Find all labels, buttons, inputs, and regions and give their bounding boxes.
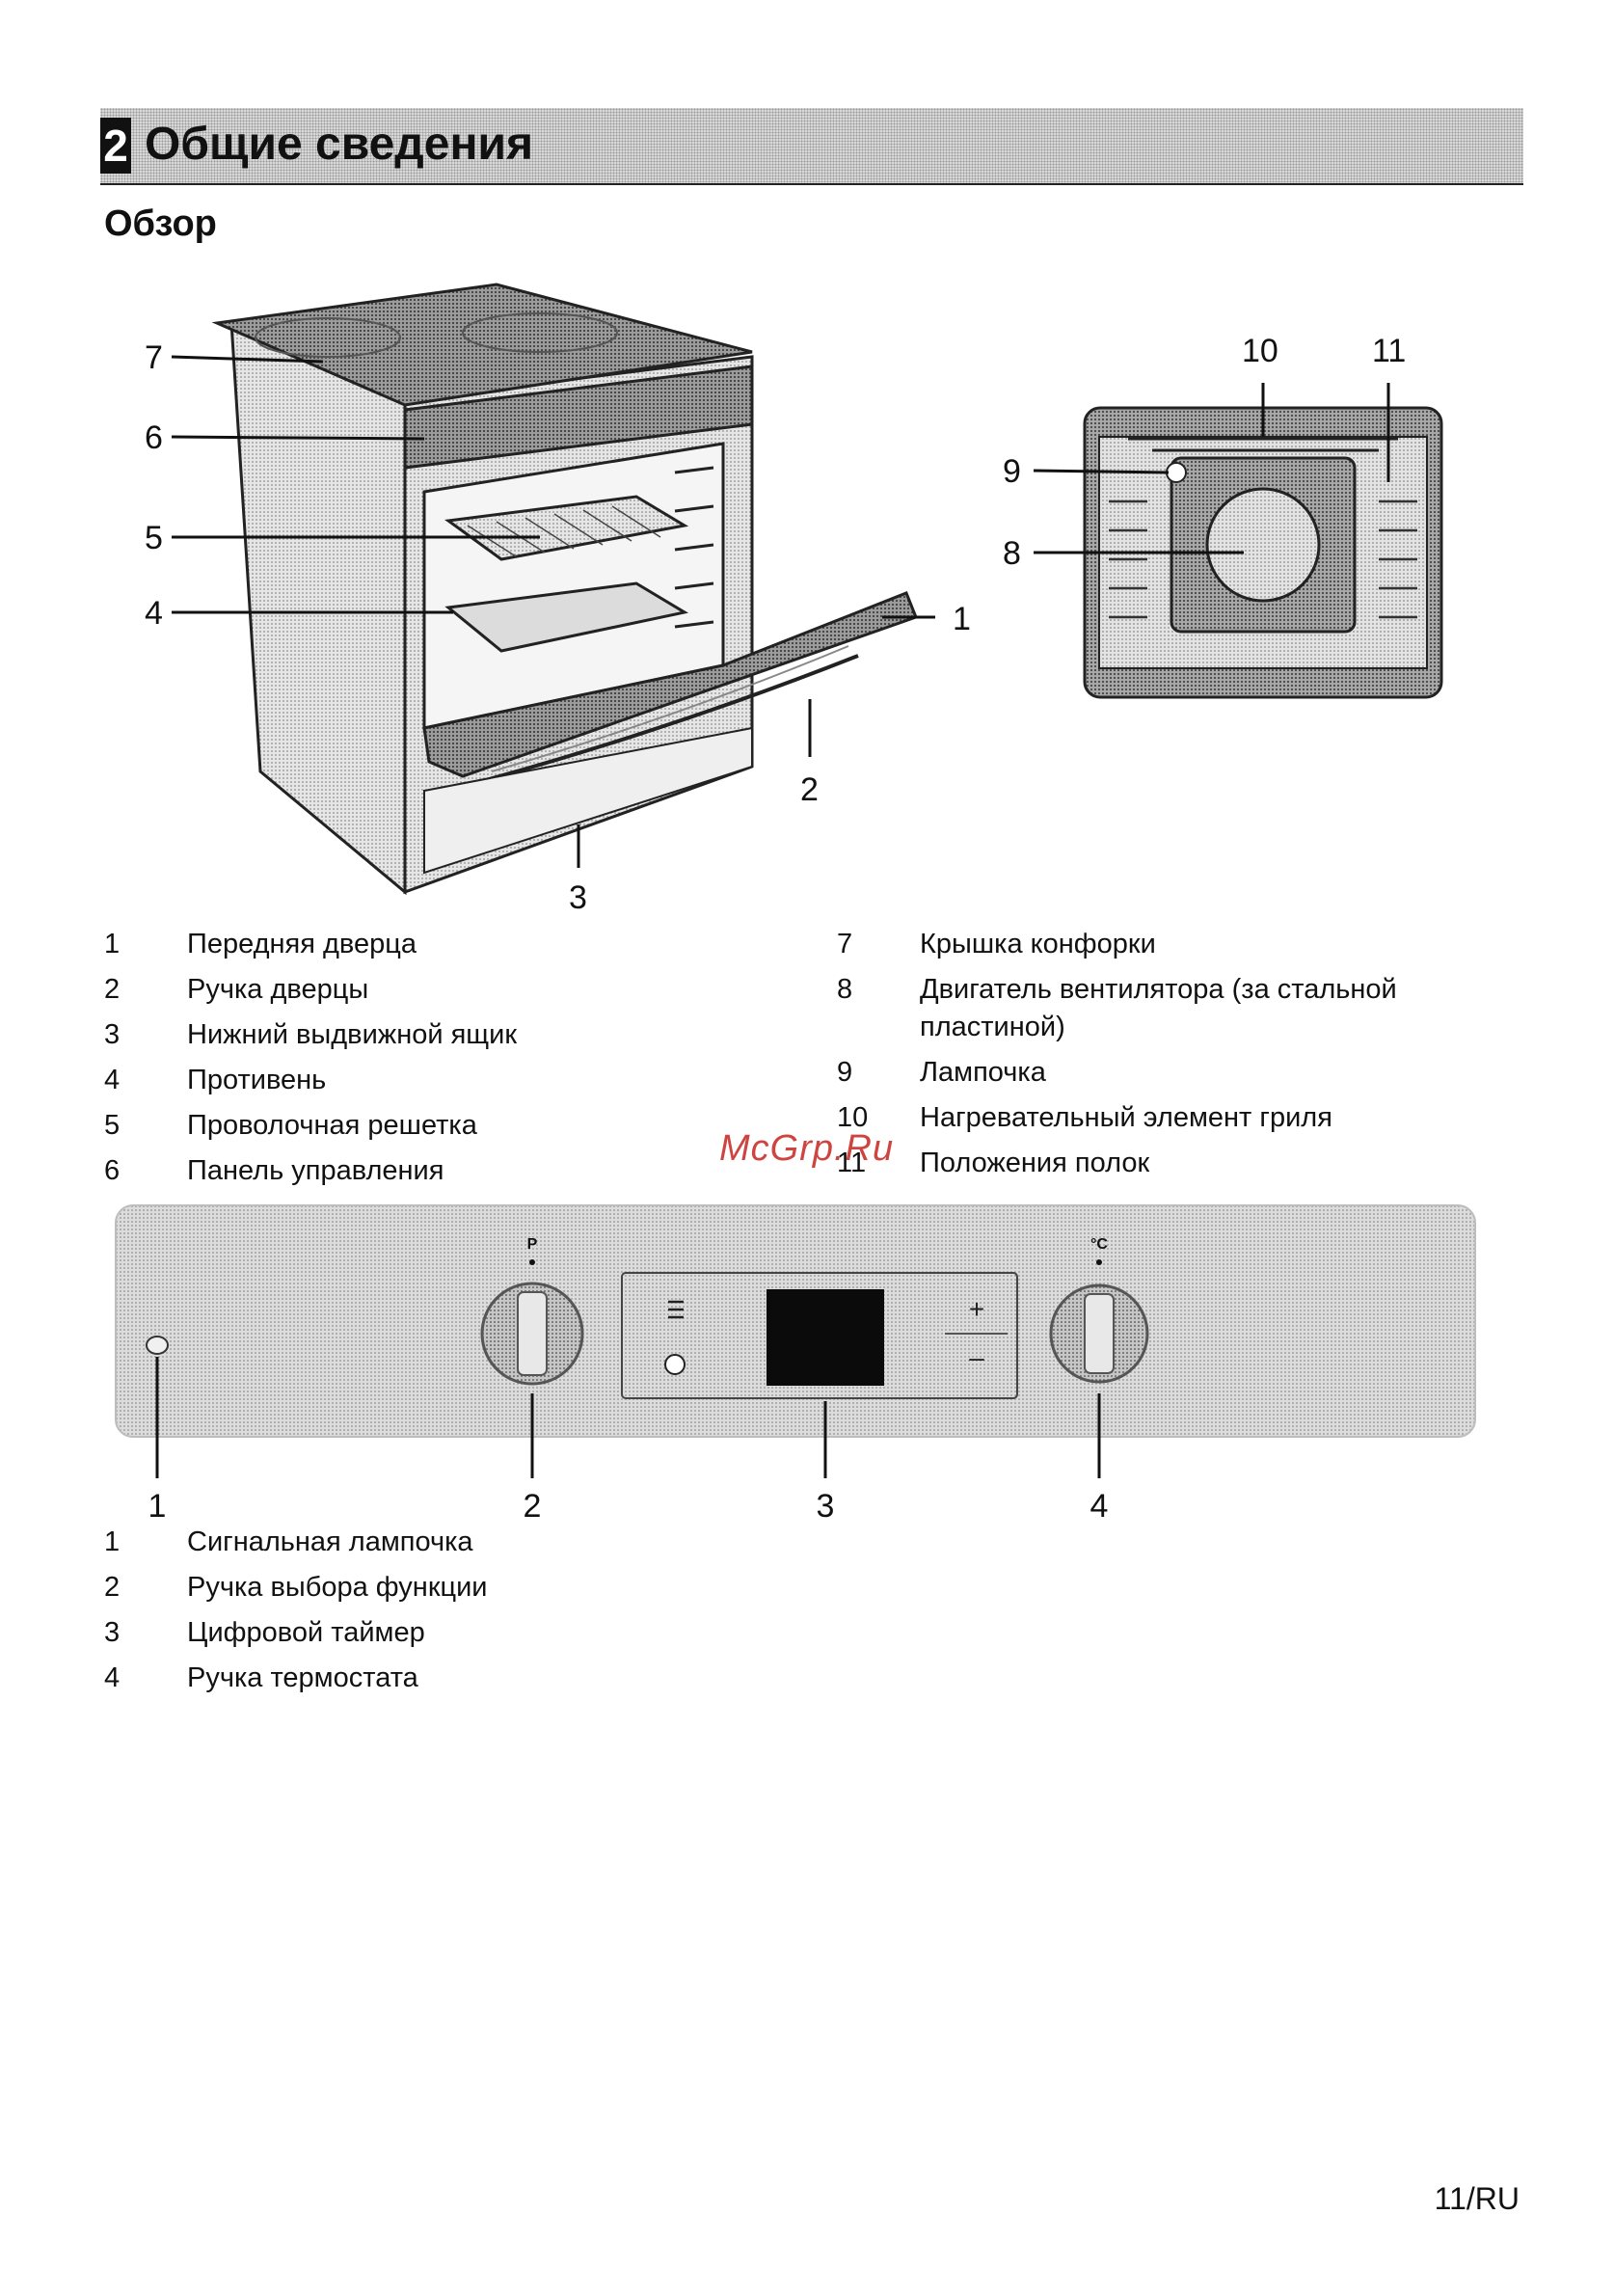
cooker-illustration: 7 6 5 4 1 2 3 xyxy=(135,275,1003,921)
callout-6: 6 xyxy=(145,419,163,456)
panel-callout-1: 1 xyxy=(148,1488,167,1525)
panel-callout-4: 4 xyxy=(1090,1488,1109,1525)
callout-7: 7 xyxy=(145,339,163,376)
function-knob-label: P xyxy=(527,1236,538,1253)
callout-2: 2 xyxy=(800,771,819,808)
section-number: 2 xyxy=(100,118,131,174)
panel-callout-3: 3 xyxy=(817,1488,835,1525)
callout-8: 8 xyxy=(1003,535,1021,572)
panel-callout-2: 2 xyxy=(524,1488,542,1525)
callout-9: 9 xyxy=(1003,453,1021,490)
timer-minus-button: – xyxy=(969,1342,984,1372)
control-panel-illustration: P + – °C 1 2 3 4 xyxy=(111,1201,1480,1528)
page-number: 11/RU xyxy=(1434,2181,1520,2216)
callout-4: 4 xyxy=(145,595,163,632)
watermark: McGrp.Ru xyxy=(719,1128,895,1169)
callout-10: 10 xyxy=(1242,333,1278,369)
section-title: Общие сведения xyxy=(145,119,533,170)
thermostat-knob-label: °C xyxy=(1090,1236,1108,1253)
oven-interior-illustration: 10 11 9 8 xyxy=(993,333,1456,709)
callout-11: 11 xyxy=(1372,333,1406,369)
callout-1: 1 xyxy=(953,601,971,637)
timer-plus-button: + xyxy=(969,1294,984,1324)
section-header-bar: 2 Общие сведения xyxy=(100,108,1523,185)
callout-5: 5 xyxy=(145,520,163,556)
callout-3: 3 xyxy=(569,879,587,916)
page-subtitle: Обзор xyxy=(104,203,217,244)
